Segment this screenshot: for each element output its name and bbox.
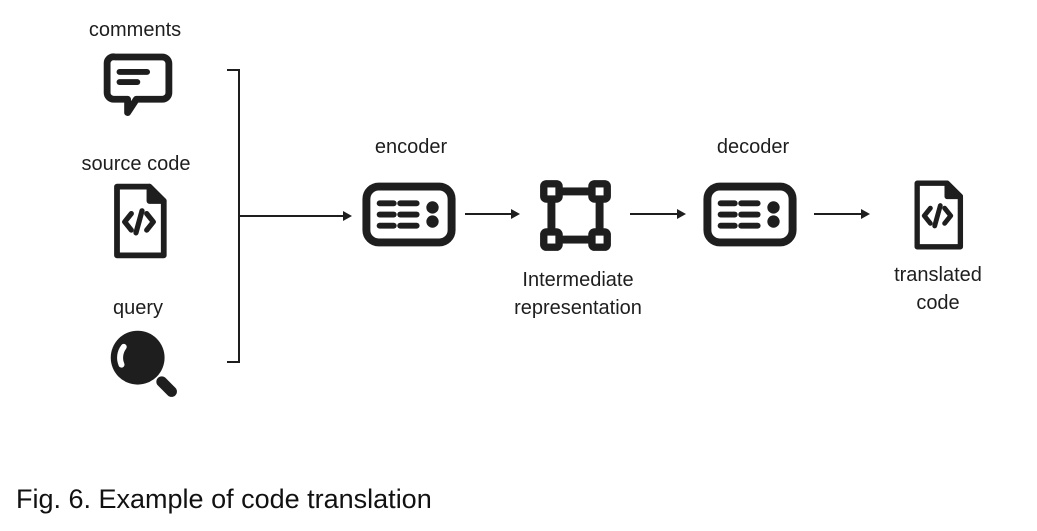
intermediate-representation-icon bbox=[533, 173, 618, 258]
translated-label-line1: translated bbox=[894, 264, 982, 286]
encoder-module-icon bbox=[362, 182, 456, 247]
translated-label-line2: code bbox=[916, 292, 960, 314]
arrow-encoder-to-intermediate bbox=[465, 209, 520, 219]
code-file-icon bbox=[106, 181, 172, 261]
translated-code-label: translated code bbox=[894, 261, 982, 317]
query-label: query bbox=[112, 297, 164, 319]
intermediate-representation-label: Intermediate representation bbox=[514, 266, 642, 322]
decoder-label: decoder bbox=[716, 136, 790, 158]
comments-label: comments bbox=[88, 19, 182, 41]
figure-caption: Fig. 6. Example of code translation bbox=[16, 484, 432, 514]
source-code-label: source code bbox=[81, 153, 191, 175]
merge-bracket bbox=[227, 69, 240, 363]
translated-code-file-icon bbox=[907, 178, 968, 252]
intermediate-label-line2: representation bbox=[514, 297, 642, 319]
intermediate-label-line1: Intermediate bbox=[522, 269, 634, 291]
decoder-module-icon bbox=[703, 182, 797, 247]
comment-bubble-icon bbox=[99, 48, 177, 118]
encoder-label: encoder bbox=[374, 136, 448, 158]
arrow-intermediate-to-decoder bbox=[630, 209, 686, 219]
magnifier-icon bbox=[106, 326, 182, 402]
arrow-decoder-to-output bbox=[814, 209, 870, 219]
arrow-inputs-to-encoder bbox=[240, 211, 352, 221]
